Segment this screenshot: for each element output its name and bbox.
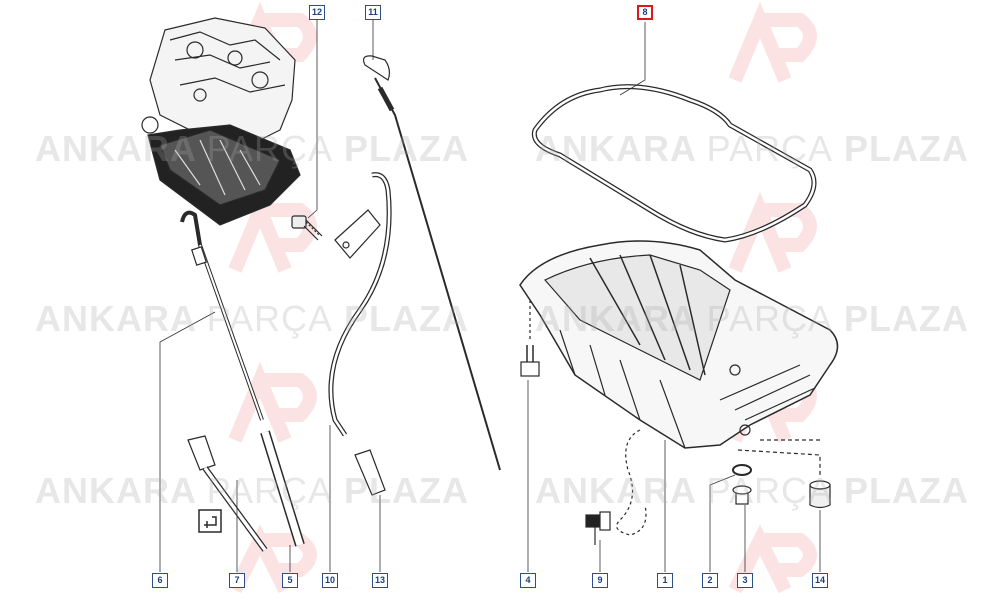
dipstick-guide-illustration — [328, 172, 392, 496]
dipstick-illustration — [362, 55, 501, 471]
sensor-9-illustration — [585, 511, 611, 545]
callout-11[interactable]: 11 — [365, 5, 381, 20]
callout-4[interactable]: 4 — [520, 573, 536, 588]
watermark-word-ankara: ANKARA — [535, 298, 696, 339]
bolt-12-illustration — [291, 215, 323, 241]
watermark-word-ankara: ANKARA — [535, 470, 696, 511]
watermark-word-parca: PARÇA — [706, 128, 834, 169]
watermark-word-ankara: ANKARA — [35, 128, 196, 169]
watermark-word-ankara: ANKARA — [35, 470, 196, 511]
callout-14[interactable]: 14 — [812, 573, 828, 588]
engine-block-illustration — [141, 17, 301, 226]
oil-pan-illustration — [519, 240, 839, 536]
watermark-word-plaza: PLAZA — [344, 298, 470, 339]
watermark-text-row: ANKARA PARÇA PLAZA — [35, 470, 469, 512]
watermark-word-plaza: PLAZA — [344, 470, 470, 511]
watermark-text-row: ANKARA PARÇA PLAZA — [35, 298, 469, 340]
callout-12[interactable]: 12 — [309, 5, 325, 20]
callout-9[interactable]: 9 — [592, 573, 608, 588]
callout-6[interactable]: 6 — [152, 573, 168, 588]
callout-7[interactable]: 7 — [229, 573, 245, 588]
watermark-word-plaza: PLAZA — [844, 128, 970, 169]
watermark-text-row: ANKARA PARÇA PLAZA — [535, 128, 969, 170]
watermark-word-parca: PARÇA — [206, 298, 334, 339]
oil-level-sensor-illustration — [187, 435, 268, 552]
drain-plug-illustration — [732, 464, 752, 505]
callout-8-selected[interactable]: 8 — [637, 5, 653, 20]
watermark-word-ankara: ANKARA — [35, 298, 196, 339]
dipstick-lower-tube-illustration — [260, 430, 305, 547]
watermark-word-parca: PARÇA — [206, 128, 334, 169]
oil-pan-gasket-illustration — [531, 84, 817, 243]
watermark-word-plaza: PLAZA — [844, 470, 970, 511]
oil-symbol-icon — [198, 509, 222, 533]
bolt-4-illustration — [520, 300, 540, 377]
watermark-word-parca: PARÇA — [206, 470, 334, 511]
callout-2[interactable]: 2 — [702, 573, 718, 588]
watermark-word-ankara: ANKARA — [535, 128, 696, 169]
callout-13[interactable]: 13 — [372, 573, 388, 588]
cap-14-illustration — [809, 480, 831, 509]
dipstick-guide-tube — [180, 210, 264, 421]
watermark-word-plaza: PLAZA — [844, 298, 970, 339]
watermark-text-row: ANKARA PARÇA PLAZA — [535, 470, 969, 512]
callout-3[interactable]: 3 — [737, 573, 753, 588]
callout-leader-lines — [159, 20, 821, 572]
callout-5[interactable]: 5 — [282, 573, 298, 588]
callout-10[interactable]: 10 — [322, 573, 338, 588]
callout-1[interactable]: 1 — [657, 573, 673, 588]
watermark-word-parca: PARÇA — [706, 298, 834, 339]
watermark-word-parca: PARÇA — [706, 470, 834, 511]
watermark-text-row: ANKARA PARÇA PLAZA — [535, 298, 969, 340]
watermark-word-plaza: PLAZA — [344, 128, 470, 169]
watermark-text-row: ANKARA PARÇA PLAZA — [35, 128, 469, 170]
